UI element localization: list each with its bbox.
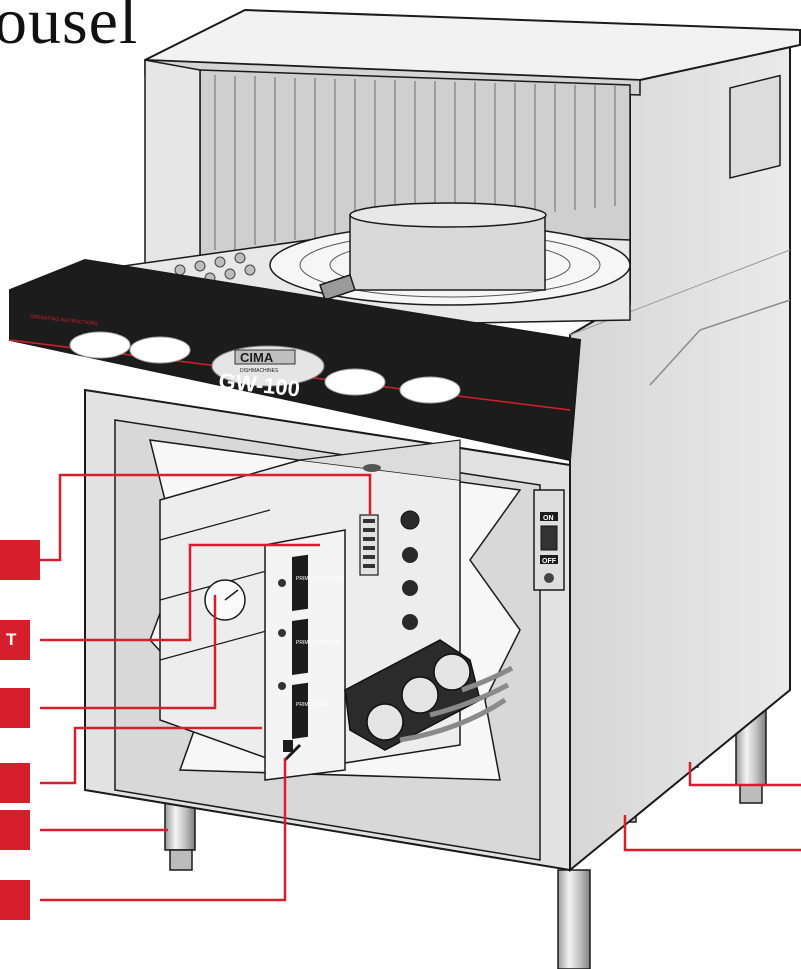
prime-detergent-label: PRIME DETERGENT <box>296 576 344 582</box>
callout-box-c3 <box>0 688 30 728</box>
leader-c6 <box>40 758 287 902</box>
callout-box-c4 <box>0 763 30 803</box>
callout-box-c5 <box>0 810 30 850</box>
prime-rinse-label: PRIME RINSE <box>296 702 329 708</box>
diagram-title: ousel <box>0 0 139 58</box>
leader-c8 <box>623 815 801 852</box>
brand-logo: CIMA <box>240 350 274 365</box>
switch-on-label: ON <box>543 515 554 522</box>
knobs-column <box>400 510 420 630</box>
temperature-gauge <box>204 579 246 621</box>
prime-board: PRIME DETERGENT PRIME SANITIZER PRIME RI… <box>264 529 346 781</box>
chemical-pumps <box>344 639 514 751</box>
callout-box-c6 <box>0 880 30 920</box>
power-switch: ON OFF <box>533 489 565 591</box>
carousel-handle <box>319 274 356 301</box>
callout-box-c2: T <box>0 620 30 660</box>
terminal-strip <box>359 514 379 576</box>
leader-c3 <box>40 595 217 710</box>
leader-c4 <box>40 726 262 785</box>
hood-curtain <box>214 75 616 250</box>
leader-c7 <box>688 762 801 787</box>
leader-c1 <box>40 473 372 562</box>
brand-subtitle: DISHMACHINES <box>240 368 279 374</box>
leader-c2 <box>40 543 320 642</box>
switch-off-label: OFF <box>542 558 557 565</box>
leader-lines <box>40 473 801 902</box>
prime-sanitizer-label: PRIME SANITIZER <box>296 640 340 646</box>
callout-box-c1 <box>0 540 40 580</box>
leg-front-right <box>557 869 591 969</box>
side-access-plate <box>729 74 781 179</box>
